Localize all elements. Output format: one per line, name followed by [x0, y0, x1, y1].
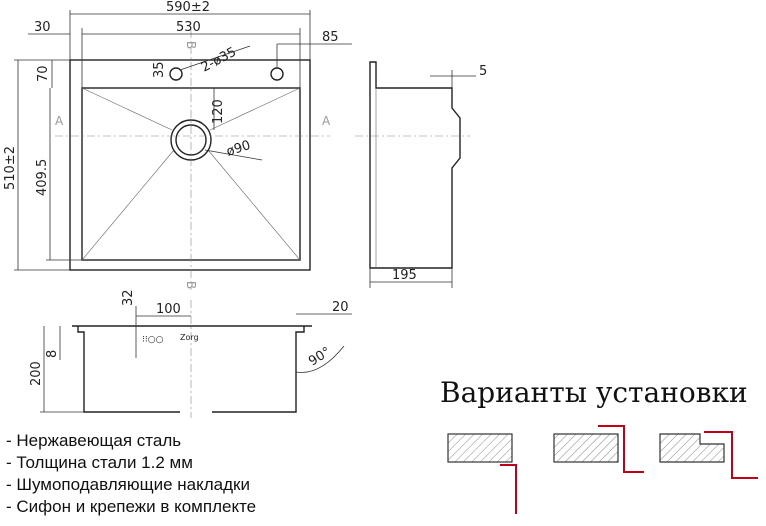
tap-hole-left [169, 67, 183, 81]
feature-item: - Сифон и крепежи в комплекте [6, 497, 257, 516]
section-label-a-right: A [322, 114, 331, 128]
dim-lip-height: 32 [121, 289, 136, 306]
dim-lip-offset: 100 [156, 302, 181, 317]
dim-side-margin: 30 [34, 20, 51, 35]
fold-line [209, 87, 301, 131]
sink-profile-red [598, 425, 644, 473]
sink-profile-red [500, 464, 517, 514]
dim-hole-offset: 85 [322, 30, 339, 45]
feature-list: - Нержавеющая сталь - Толщина стали 1.2 … [6, 430, 256, 518]
dim-top-margin: 70 [36, 65, 51, 82]
sink-profile-red [704, 431, 758, 479]
dim-drain-diameter: ø90 [225, 138, 253, 160]
section-label-b-bottom: B [184, 281, 198, 289]
side-view: 5 195 [355, 61, 487, 288]
installation-variant-2 [553, 425, 644, 473]
section-label-b-top: B [184, 41, 198, 49]
dim-inner-depth: 409.5 [35, 159, 50, 196]
fold-line [81, 149, 175, 261]
fold-line [81, 87, 173, 131]
dim-side-depth: 195 [392, 268, 417, 283]
dim-edge-offset: 20 [332, 300, 349, 315]
dim-flange: 5 [479, 64, 487, 79]
installation-variant-3 [659, 431, 758, 479]
bowl-section-left [77, 326, 180, 413]
installation-variant-1 [447, 433, 517, 514]
top-view: B B A A 590±2 530 30 85 2-ø35 35 70 120 [3, 0, 352, 290]
feature-item: - Шумоподавляющие накладки [6, 475, 250, 494]
side-profile [369, 61, 461, 269]
sink-outer-outline [69, 59, 311, 271]
overflow-marks: ⁝⁝○○ [142, 335, 164, 345]
tap-hole-right [270, 67, 284, 81]
dim-overall-depth: 510±2 [3, 146, 18, 190]
brand-mark: Zorg [180, 333, 199, 342]
dim-inner-width: 530 [176, 20, 201, 35]
installation-variants-title: Варианты установки [440, 376, 748, 409]
dim-hole-top-offset: 35 [152, 61, 167, 78]
feature-item: - Толщина стали 1.2 мм [6, 453, 193, 472]
fold-line [207, 149, 301, 261]
feature-item: - Нержавеющая сталь [6, 431, 182, 450]
front-section: ⁝⁝○○ Zorg 32 100 20 90° 200 8 [29, 289, 352, 418]
dim-bowl-depth: 200 [29, 361, 44, 386]
dim-drain-offset: 120 [211, 99, 226, 124]
dim-rim-thickness: 8 [45, 350, 60, 358]
angle-arc [295, 345, 345, 373]
dim-hole-spec: 2-ø35 [199, 45, 239, 76]
dim-overall-width: 590±2 [166, 0, 210, 15]
dim-edge-angle: 90° [306, 344, 333, 369]
section-label-a-left: A [55, 114, 64, 128]
bowl-section-right [212, 326, 305, 413]
